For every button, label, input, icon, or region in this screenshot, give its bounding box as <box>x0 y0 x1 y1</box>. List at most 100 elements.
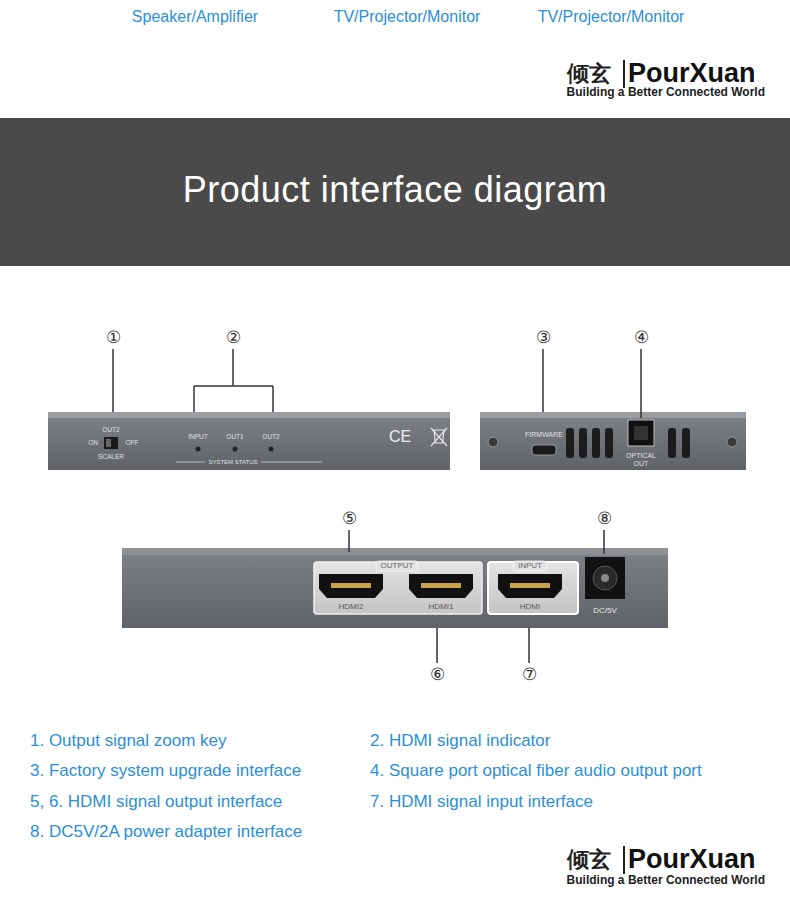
logo-divider <box>623 846 625 874</box>
logo-brand: PourXuan <box>628 59 756 89</box>
ce-mark: CE <box>389 428 411 446</box>
side-panel <box>480 412 746 470</box>
hdmi-port <box>319 574 383 598</box>
screw <box>488 437 498 447</box>
panel-marking: ON <box>88 439 98 446</box>
leader-line <box>528 628 530 663</box>
port-group-label: INPUT <box>513 561 547 572</box>
weee-symbol <box>431 428 447 446</box>
side-panel <box>480 418 746 470</box>
dc-jack <box>585 557 625 599</box>
panel-marking: SCALER <box>98 453 124 460</box>
legend-item: 2. HDMI signal indicator <box>370 732 550 751</box>
vent <box>605 428 613 458</box>
logo-divider <box>623 60 625 88</box>
dc-jack <box>601 574 609 582</box>
device-label: TV/Projector/Monitor <box>538 8 685 26</box>
leader-line <box>112 349 114 412</box>
front-panel <box>48 412 450 470</box>
panel-marking: INPUT <box>188 433 208 440</box>
callout-number: ⑤ <box>342 510 357 529</box>
hdmi-port <box>498 574 562 598</box>
panel-marking: SYSTEM STATUS <box>208 459 257 466</box>
device-label: Speaker/Amplifier <box>132 8 258 26</box>
banner-title: Product interface diagram <box>183 169 608 211</box>
switch-toggle <box>106 439 111 447</box>
callout-number: ② <box>226 329 241 348</box>
title-band <box>0 118 790 266</box>
back-panel <box>122 555 668 628</box>
front-panel <box>261 462 322 463</box>
back-panel <box>122 548 668 556</box>
leader-line <box>232 349 234 386</box>
logo-chinese: 倾玄 <box>567 848 611 872</box>
hdmi-port <box>331 583 371 588</box>
optical-port <box>628 420 654 446</box>
port-label: DC/5V <box>593 607 617 616</box>
callout-number: ⑧ <box>597 510 612 529</box>
hdmi-port <box>421 583 461 588</box>
optical-port-inner <box>634 426 648 440</box>
vent <box>668 428 676 458</box>
legend-item: 3. Factory system upgrade interface <box>30 762 301 781</box>
dc-jack <box>585 557 625 599</box>
scaler-switch <box>104 437 118 449</box>
callout-number: ⑦ <box>522 666 537 685</box>
legend-item: 7. HDMI signal input interface <box>370 793 593 812</box>
logo-slogan: Building a Better Connected World <box>567 874 765 887</box>
legend-item: 5, 6. HDMI signal output interface <box>30 793 282 812</box>
leader-line <box>193 386 195 412</box>
hdmi-port <box>498 574 562 598</box>
status-led <box>269 447 274 452</box>
leader-line <box>194 385 273 387</box>
leader-line <box>436 628 438 663</box>
front-panel <box>48 418 450 470</box>
port-label: HDMI2 <box>339 603 364 612</box>
device-label: TV/Projector/Monitor <box>334 8 481 26</box>
port-marking: OPTICAL OUT <box>623 452 659 467</box>
legend-item: 1. Output signal zoom key <box>30 732 227 751</box>
callout-number: ① <box>106 329 121 348</box>
port-marking: FIRMWARE <box>525 431 563 439</box>
panel-marking: OUT2 <box>262 433 279 440</box>
vent <box>682 428 690 458</box>
hdmi-port <box>409 574 473 598</box>
dc-jack <box>593 566 617 590</box>
logo-slogan: Building a Better Connected World <box>567 86 765 99</box>
status-led <box>233 447 238 452</box>
hdmi-port <box>409 574 473 598</box>
panel-marking: OUT1 <box>226 433 243 440</box>
port-group-label: OUTPUT <box>376 561 419 572</box>
leader-line <box>542 349 544 412</box>
port-label: HDMI <box>520 603 540 612</box>
panel-marking: OFF <box>126 439 139 446</box>
callout-number: ④ <box>634 329 649 348</box>
leader-line <box>640 349 642 418</box>
back-panel <box>122 548 668 628</box>
screw <box>727 437 737 447</box>
leader-line <box>603 530 605 554</box>
leader-line <box>272 386 274 412</box>
front-panel <box>176 462 205 463</box>
callout-number: ③ <box>536 329 551 348</box>
front-panel <box>48 412 450 419</box>
status-led <box>196 447 201 452</box>
hdmi-port <box>319 574 383 598</box>
vent <box>579 428 587 458</box>
weee-symbol <box>431 428 447 446</box>
panel-marking: OUT2 <box>102 426 119 433</box>
vent <box>566 428 574 458</box>
leader-line <box>348 530 350 552</box>
hdmi-port <box>510 583 550 588</box>
micro-usb-port <box>532 445 556 455</box>
logo-brand: PourXuan <box>628 845 756 875</box>
leader-line <box>113 349 641 663</box>
legend-item: 8. DC5V/2A power adapter interface <box>30 823 302 842</box>
port-label: HDMI1 <box>429 603 454 612</box>
logo-chinese: 倾玄 <box>567 62 611 86</box>
legend-item: 4. Square port optical fiber audio outpu… <box>370 762 702 781</box>
callout-number: ⑥ <box>430 666 445 685</box>
vent <box>592 428 600 458</box>
weee-symbol <box>431 428 447 446</box>
side-panel <box>480 412 746 419</box>
